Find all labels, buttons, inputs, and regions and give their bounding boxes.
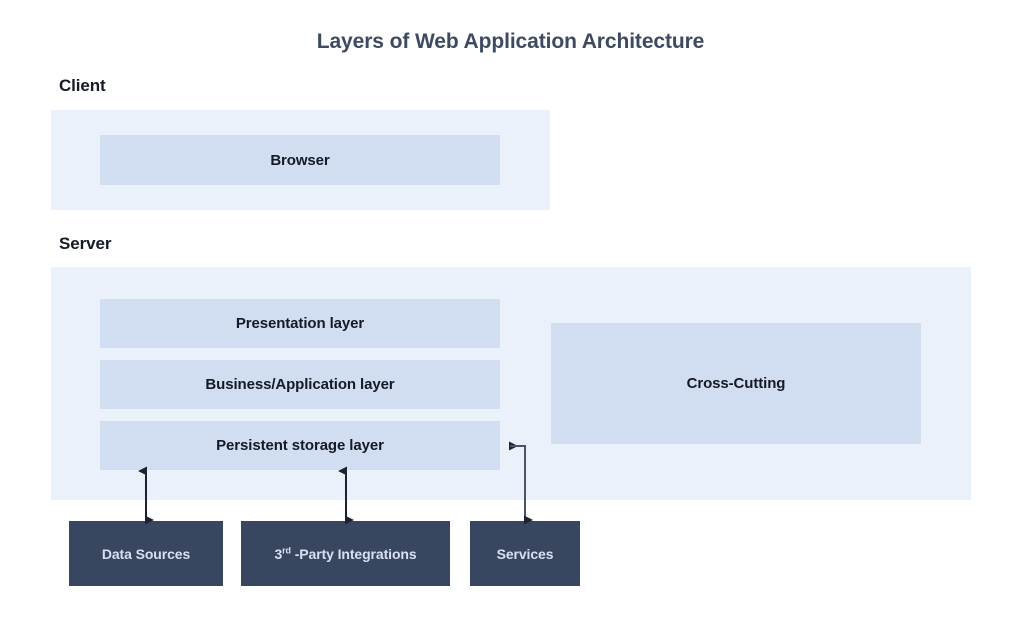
box-business-application-layer[interactable]: Business/Application layer xyxy=(100,360,500,409)
page-title: Layers of Web Application Architecture xyxy=(316,30,705,53)
box-third-party-integrations[interactable]: 3rd -Party Integrations xyxy=(241,521,450,586)
box-persistent-storage-layer[interactable]: Persistent storage layer xyxy=(100,421,500,470)
box-services[interactable]: Services xyxy=(470,521,580,586)
third-party-label: 3rd -Party Integrations xyxy=(274,544,417,562)
box-cross-cutting[interactable]: Cross-Cutting xyxy=(551,323,921,444)
third-party-label-superscript: rd xyxy=(282,544,291,555)
zone-label-server: Server xyxy=(59,234,112,253)
third-party-label-prefix: 3 xyxy=(274,545,283,562)
box-presentation-layer[interactable]: Presentation layer xyxy=(100,299,500,348)
box-data-sources[interactable]: Data Sources xyxy=(69,521,223,586)
third-party-label-suffix: -Party Integrations xyxy=(290,545,417,562)
box-browser[interactable]: Browser xyxy=(100,135,500,185)
zone-label-client: Client xyxy=(59,76,106,95)
